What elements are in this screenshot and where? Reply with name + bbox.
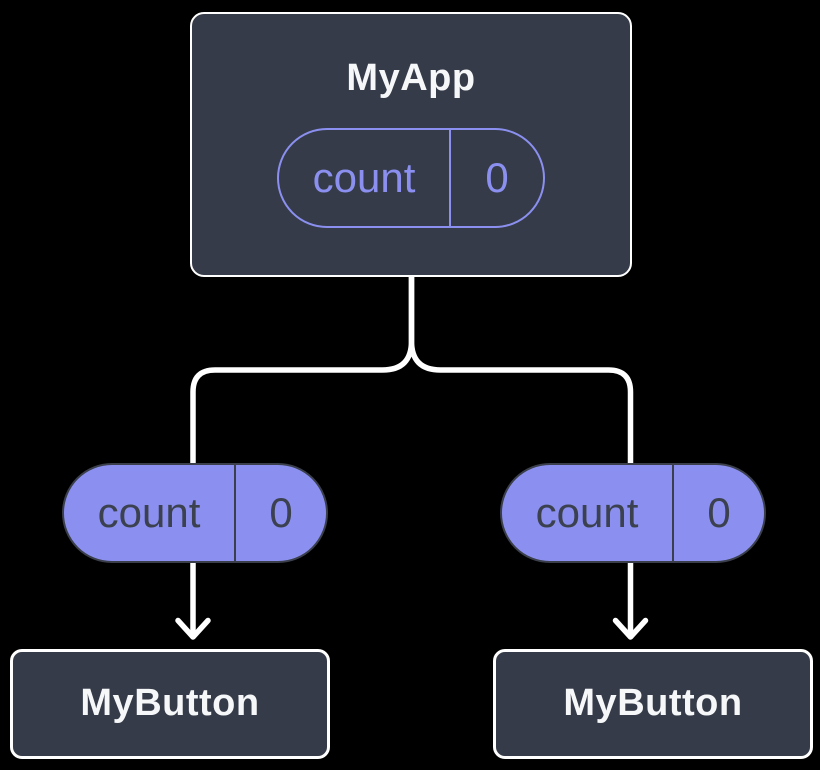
prop-pill-right-key: count [535,489,639,536]
arrowhead-down-right-icon [612,617,649,640]
state-pill-root-key: count [312,153,416,201]
connector-right-branch [408,274,634,639]
prop-pill-left-key: count [97,489,201,536]
prop-pill-left-divider [234,465,236,561]
node-myapp-title: MyApp [346,57,476,99]
prop-pill-left-value: 0 [269,489,293,536]
prop-pill-right-value: 0 [707,489,731,536]
prop-pill-right: count 0 [500,463,766,563]
node-mybutton-left: MyButton [10,649,330,759]
node-mybutton-right-title: MyButton [563,682,743,725]
state-pill-root-divider [449,129,451,226]
node-mybutton-right: MyButton [493,649,813,759]
arrowhead-down-left-icon [175,617,211,640]
prop-pill-left: count 0 [62,463,328,563]
state-pill-root: count 0 [277,127,545,228]
prop-pill-right-divider [672,465,674,561]
node-myapp: MyApp count 0 [190,12,632,277]
state-pill-root-value: 0 [485,153,509,201]
node-mybutton-left-title: MyButton [80,682,260,725]
connector-left-branch [190,274,415,639]
